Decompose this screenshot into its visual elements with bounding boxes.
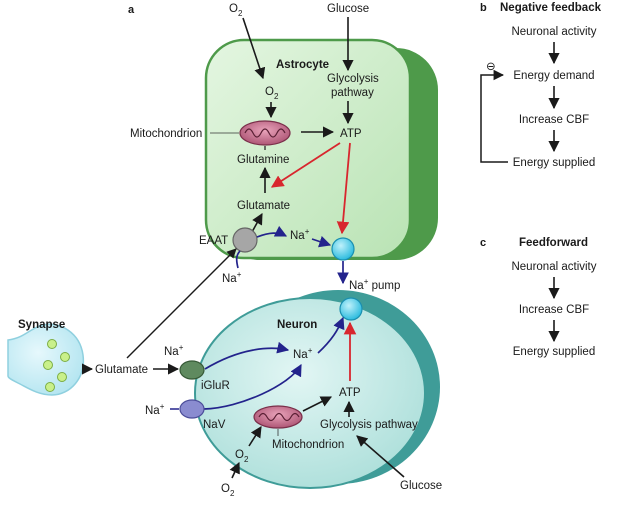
mitochondrion-neuron-label: Mitochondrion [272,439,344,451]
vesicle [43,360,53,370]
o2-bottom-label: O2 [221,483,235,498]
synapse-label: Synapse [18,319,65,331]
panel-c-step-1: Neuronal activity [511,261,596,273]
panel-c-step-2: Increase CBF [519,304,589,316]
arrow-eaat-glutamate [251,213,263,233]
synapse-terminal [7,323,85,396]
panel-b-letter: b [480,2,487,14]
panel-c-letter: c [480,237,486,249]
glycolysis-label-line1: Glycolysis [327,73,379,85]
arrow-o2-in [242,17,266,80]
blue-line-na-in [235,250,241,269]
blue-arrow-na-pump-neuron [317,316,345,354]
eaat-transporter [232,227,258,253]
vesicle [47,339,57,349]
panel-c-title: Feedforward [519,237,588,249]
iglur-na-label: Na+ [164,343,184,358]
astro-na-label: Na+ [290,227,310,242]
synapse-bouton [7,323,85,396]
glutamate-astro-label: Glutamate [237,200,290,212]
neuron-cell [194,290,440,489]
glutamate-synapse-label: Glutamate [95,364,148,376]
nav-na-label: Na+ [145,402,165,417]
vesicle [57,372,67,382]
iglur-receptor [179,360,205,380]
panel-a-letter: a [128,4,135,16]
vesicle [60,352,70,362]
astrocyte-atp-label: ATP [340,128,362,140]
mitochondrion-icon [239,120,291,146]
red-arrow-atp-pump [336,142,351,235]
arrow-o2-mito-neuron [248,426,262,447]
nav-label: NaV [203,419,226,431]
eaat-na-in-label: Na+ [222,270,242,285]
astrocyte-body [204,38,412,260]
neuron-title: Neuron [277,319,317,331]
panel-c-step-3: Energy supplied [513,346,595,358]
vesicle [45,382,55,392]
minus-icon: ⊖ [486,61,496,73]
arrow-glucose-in-neuron [356,435,405,478]
arrow-glutamate-eaat [126,248,237,359]
panel-b-step-2: Energy demand [513,70,594,82]
neuron-na-label: Na+ [293,346,313,361]
neuron-atp-label: ATP [339,387,361,399]
glutamine-label: Glutamine [237,154,289,166]
blue-arrow-na-eaat [256,225,288,238]
na-pump-neuron [339,297,363,321]
blue-arrow-iglur-na [204,341,290,370]
astrocyte-cell [204,38,438,260]
glucose-bottom-label: Glucose [400,480,442,492]
mitochondrion-icon [253,405,303,429]
na-pump-astro [331,237,355,261]
red-arrow-atp-glutamine [270,142,341,188]
mitochondrion-label-astro: Mitochondrion [130,128,202,140]
panel-b-title: Negative feedback [500,2,602,14]
panel-b-step-4: Energy supplied [513,157,595,169]
panel-b-feedback-loop [480,69,508,163]
arrow-o2-in-neuron [229,461,240,479]
arrow-mito-atp-neuron [302,396,333,412]
glycolysis-neuron-label: Glycolysis pathway [320,419,418,431]
neuron-o2-label: O2 [235,449,249,464]
eaat-label: EAAT [199,235,228,247]
panel-b-step-3: Increase CBF [519,114,589,126]
panel-b-step-1: Neuronal activity [511,26,596,38]
glucose-top-label: Glucose [327,3,369,15]
nav-channel [179,399,205,419]
astrocyte-o2-label: O2 [265,86,279,101]
blue-arrow-na-pump-astro [311,235,332,248]
o2-top-label: O2 [229,3,243,18]
astrocyte-title: Astrocyte [276,59,329,71]
na-pump-label: Na+ pump [349,277,400,292]
glycolysis-label-line2: pathway [331,87,374,99]
iglur-label: iGluR [201,380,230,392]
blue-arrow-nav-na [203,363,302,410]
